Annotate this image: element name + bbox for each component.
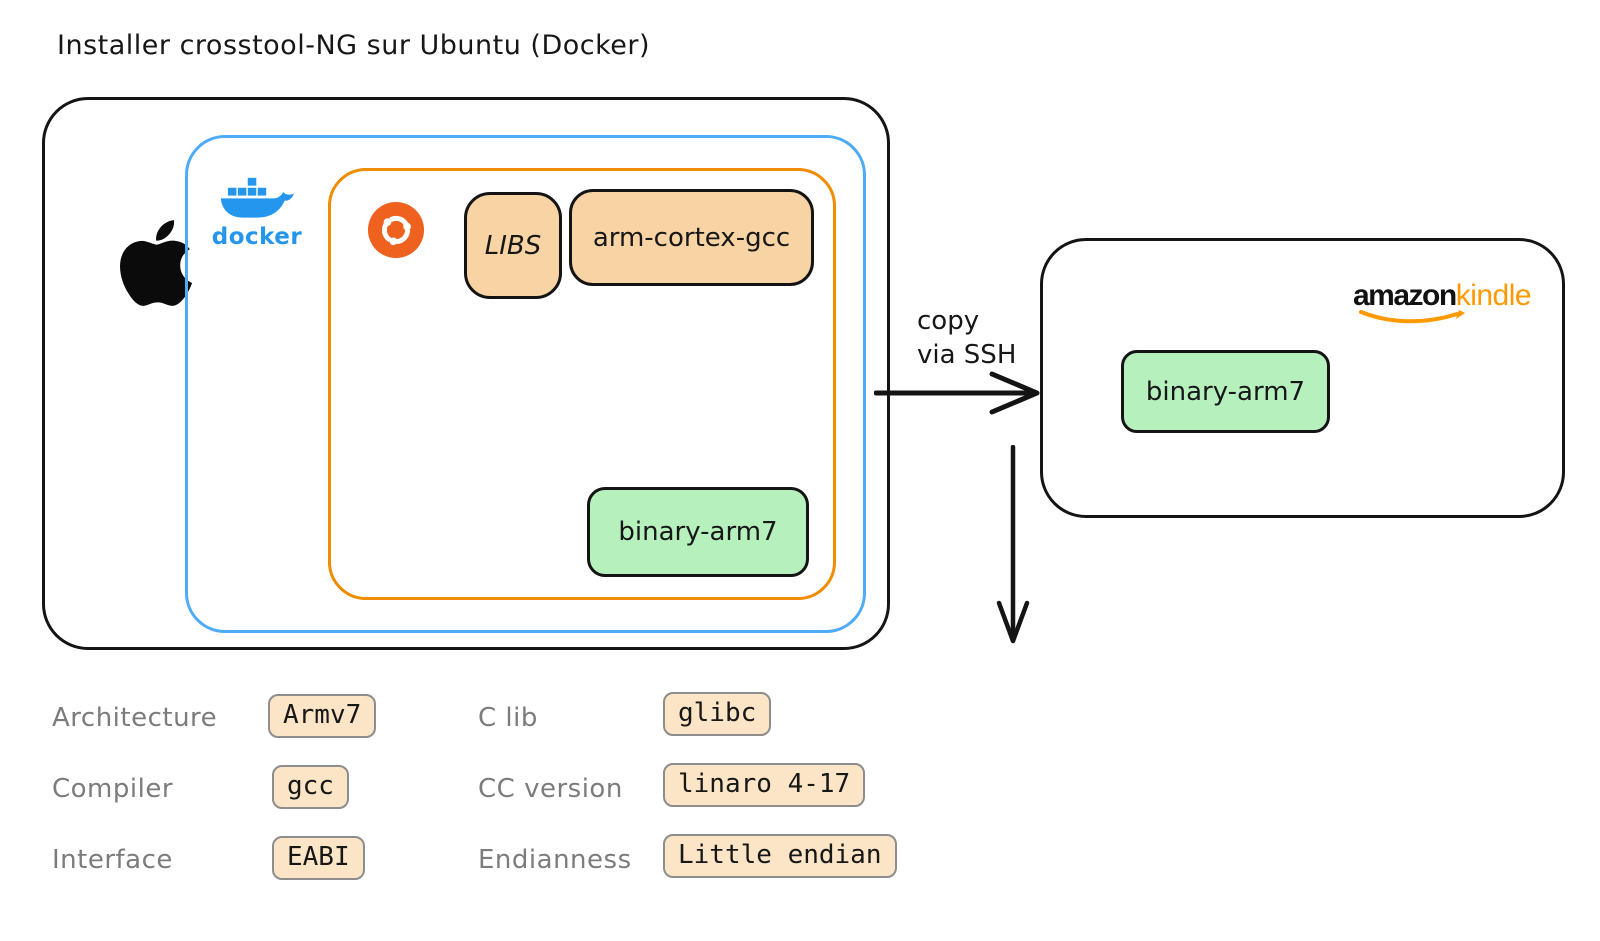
transfer-label: copy via SSH: [917, 304, 1016, 372]
node-binary-arm7-kindle-label: binary-arm7: [1145, 376, 1306, 407]
prop-label-endianness: Endianness: [478, 845, 632, 875]
node-binary-arm7-kindle: binary-arm7: [1121, 350, 1330, 433]
kindle-container: amazonkindle binary-arm7: [1040, 238, 1565, 518]
prop-label-clib: C lib: [478, 703, 538, 733]
docker-logo: docker: [211, 172, 303, 250]
amazon-wordmark: amazon: [1353, 279, 1457, 312]
docker-container: docker LIBS arm-cortex-: [185, 135, 1030, 644]
kindle-wordmark: kindle: [1455, 279, 1532, 312]
amazon-kindle-logo: amazonkindle: [1353, 279, 1532, 324]
apple-icon: [118, 214, 194, 316]
compile-arrow-down-icon: [996, 445, 1030, 644]
docker-whale-icon: [220, 177, 294, 218]
prop-value-interface: EABI: [272, 836, 365, 880]
prop-label-interface: Interface: [52, 845, 173, 875]
host-mac-container: docker LIBS arm-cortex-: [42, 97, 1030, 650]
node-binary-arm7-local-label: binary-arm7: [618, 517, 778, 547]
prop-value-compiler: gcc: [272, 765, 349, 809]
node-libs: LIBS: [464, 192, 562, 299]
prop-value-endianness: Little endian: [663, 834, 897, 878]
ubuntu-container: LIBS arm-cortex-gcc binary-arm7: [328, 168, 1030, 644]
amazon-smile-icon: [1359, 310, 1465, 324]
prop-label-architecture: Architecture: [52, 703, 218, 733]
node-libs-label: LIBS: [484, 230, 542, 261]
prop-label-ccversion: CC version: [478, 774, 623, 804]
diagram-title: Installer crosstool-NG sur Ubuntu (Docke…: [57, 30, 651, 61]
prop-value-clib: glibc: [663, 692, 772, 736]
node-binary-arm7-local: binary-arm7: [587, 487, 809, 577]
node-arm-cortex-gcc-label: arm-cortex-gcc: [592, 222, 791, 253]
docker-wordmark: docker: [211, 224, 303, 250]
transfer-label-line1: copy: [917, 306, 980, 336]
prop-label-compiler: Compiler: [52, 774, 174, 804]
ubuntu-icon: [367, 201, 425, 263]
copy-ssh-arrow-icon: [874, 371, 1040, 415]
node-arm-cortex-gcc: arm-cortex-gcc: [569, 189, 814, 286]
prop-value-ccversion: linaro 4-17: [663, 763, 866, 807]
transfer-label-line2: via SSH: [917, 340, 1017, 370]
prop-value-architecture: Armv7: [268, 694, 377, 738]
